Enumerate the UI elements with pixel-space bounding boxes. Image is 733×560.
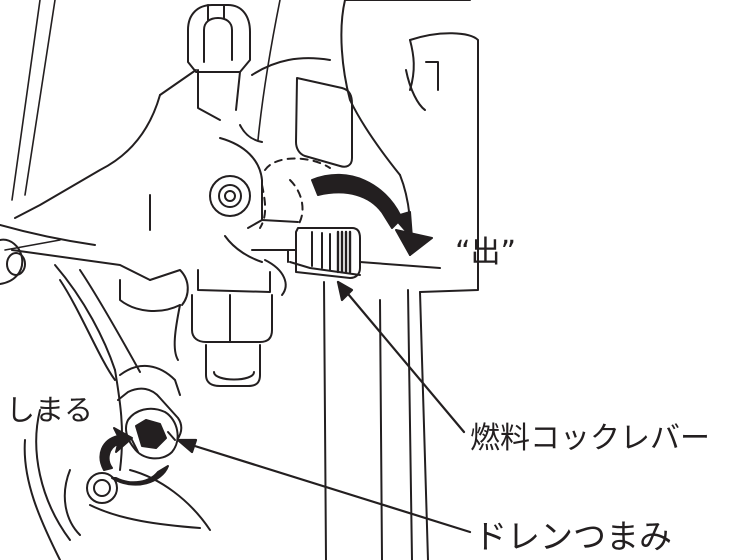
left-housing: [0, 238, 124, 471]
lever-handle: [287, 227, 361, 279]
leader-lines: [176, 280, 472, 534]
close-direction-label: しまる: [6, 393, 94, 427]
fuel-cock-lever-label: 燃料コックレバー: [470, 421, 710, 456]
housing-vertical: [323, 281, 429, 560]
drain-leader-line: [180, 440, 472, 534]
cover-plate: [295, 77, 353, 168]
pivot-bolt: [209, 175, 251, 217]
lower-bolt: [23, 409, 211, 560]
fuel-pipe: [59, 269, 181, 396]
turn-arrow: [311, 174, 433, 256]
lower-fitting: [119, 259, 287, 387]
drain-knob-label: ドレンつまみ: [474, 517, 672, 556]
lever-leader-arrowhead: [336, 280, 354, 302]
drain-leader-arrowhead: [176, 438, 198, 454]
top-bracket: [187, 4, 251, 121]
out-indicator-line: [359, 261, 441, 269]
lever-arm: [219, 124, 299, 263]
hidden-lines: [259, 157, 331, 229]
lever-leader-line: [336, 280, 466, 434]
background-lines: [4, 0, 281, 251]
out-position-label: “出”: [455, 235, 517, 270]
drain-knob: [117, 387, 183, 460]
